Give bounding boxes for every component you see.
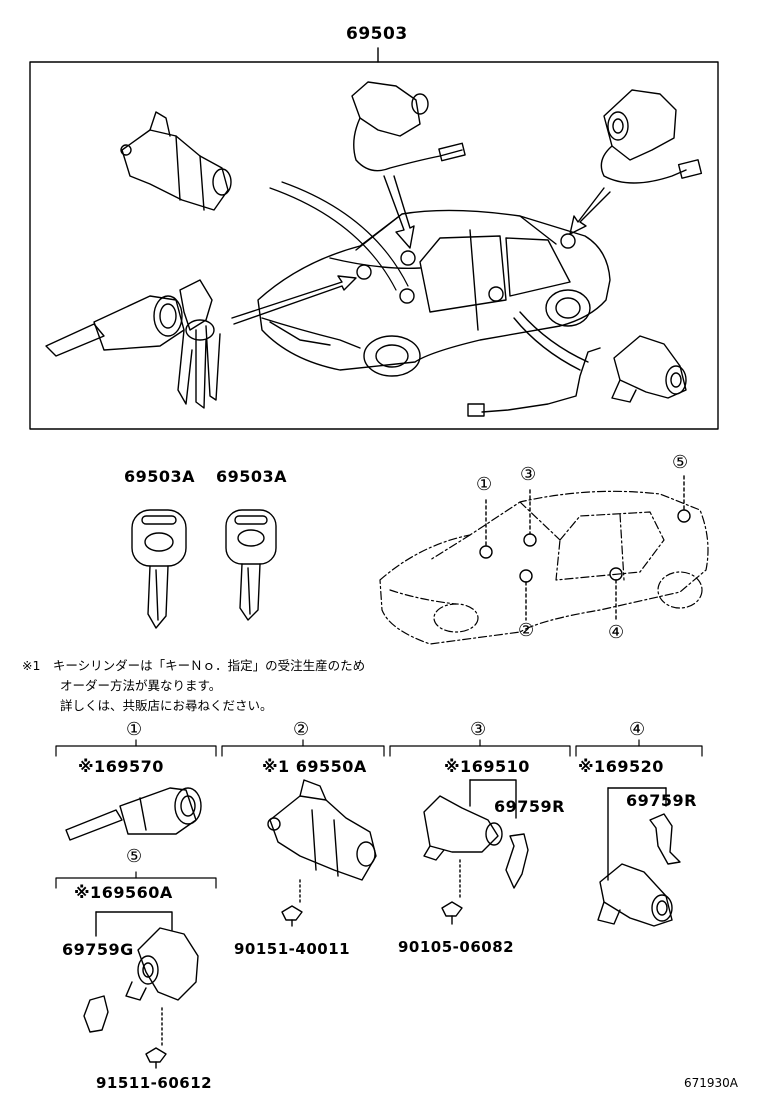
luggage-cylinder-illustration bbox=[351, 81, 466, 172]
trunk-cylinder-illustration bbox=[600, 89, 703, 184]
door-lock-illustration bbox=[120, 111, 232, 211]
diagram-code: 671930A bbox=[684, 1076, 739, 1090]
top-car-illustration bbox=[257, 209, 611, 377]
group4-sub-part-number: 69759R bbox=[626, 791, 697, 810]
top-part-number: 69503 bbox=[346, 24, 408, 44]
group2-part-number: ※1 69550A bbox=[262, 757, 367, 776]
top-frame bbox=[29, 47, 719, 430]
rear-door-cylinder-illustration bbox=[467, 335, 687, 417]
key-part-number-right: 69503A bbox=[216, 467, 288, 486]
note-line-2: オーダー方法が異なります。 bbox=[60, 678, 222, 693]
group3-part-number: ※169510 bbox=[444, 757, 530, 776]
location-marker-1: ① bbox=[476, 474, 493, 495]
group3-cylinder-illustration bbox=[423, 779, 529, 925]
location-marker-2: ② bbox=[518, 620, 535, 641]
group-brackets bbox=[55, 739, 703, 889]
note-line-3: 詳しくは、共販店にお尋ねください。 bbox=[60, 698, 273, 713]
group2-marker: ② bbox=[293, 719, 310, 740]
group3-marker: ③ bbox=[470, 719, 487, 740]
group5-screw-number: 91511-60612 bbox=[96, 1074, 213, 1092]
group4-part-number: ※169520 bbox=[578, 757, 664, 776]
group1-marker: ① bbox=[126, 719, 143, 740]
location-dots bbox=[479, 475, 691, 623]
ignition-cylinder-illustration bbox=[45, 279, 221, 409]
location-marker-4: ④ bbox=[608, 622, 625, 643]
key-outline-right bbox=[225, 509, 277, 621]
group2-door-lock-illustration bbox=[267, 779, 377, 927]
group2-screw-number: 90151-40011 bbox=[234, 940, 351, 958]
group5-part-number: ※169560A bbox=[74, 883, 173, 902]
group5-sub-part-number: 69759G bbox=[62, 940, 134, 959]
location-car-illustration bbox=[379, 490, 709, 645]
location-marker-5: ⑤ bbox=[672, 452, 689, 473]
top-arrows bbox=[231, 175, 611, 371]
group3-screw-number: 90105-06082 bbox=[398, 938, 515, 956]
group4-marker: ④ bbox=[629, 719, 646, 740]
key-part-number-left: 69503A bbox=[124, 467, 196, 486]
group4-cylinder-illustration bbox=[597, 787, 681, 927]
note-line-1: ※1 キーシリンダーは「キーＮｏ．指定」の受注生産のため bbox=[22, 658, 366, 673]
location-marker-3: ③ bbox=[520, 464, 537, 485]
group5-marker: ⑤ bbox=[126, 846, 143, 867]
group1-part-number: ※169570 bbox=[78, 757, 164, 776]
group5-cylinder-illustration bbox=[83, 911, 199, 1069]
key-outline-left bbox=[131, 509, 187, 629]
group3-sub-part-number: 69759R bbox=[494, 797, 565, 816]
group1-cylinder-illustration bbox=[65, 787, 202, 841]
